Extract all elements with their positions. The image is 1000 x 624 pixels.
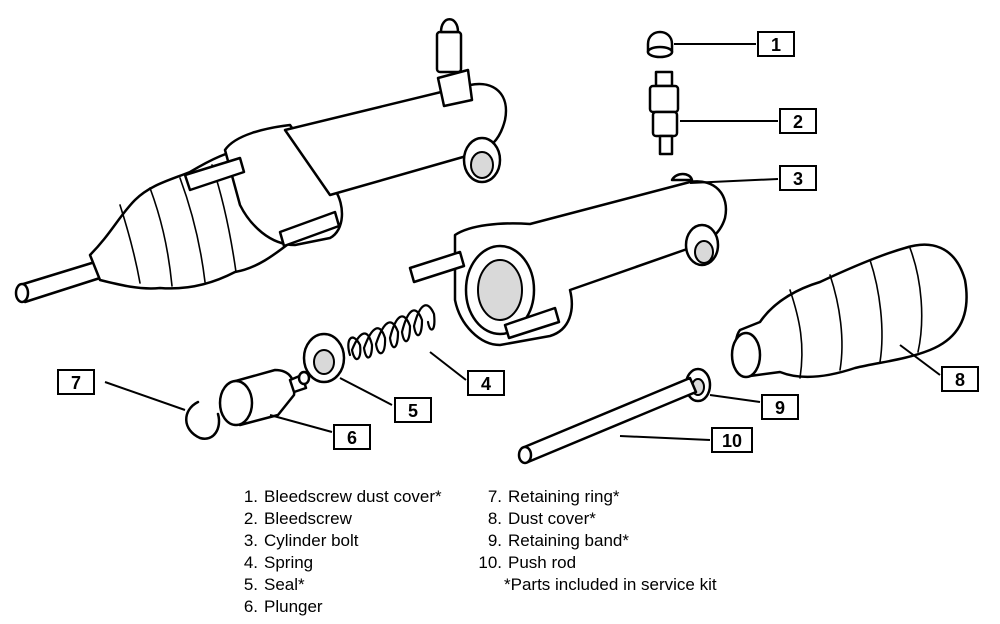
svg-text:5: 5 bbox=[408, 401, 418, 421]
legend-footnote: *Parts included in service kit bbox=[504, 575, 717, 594]
callout-3: 3 bbox=[779, 165, 817, 191]
svg-text:1: 1 bbox=[771, 35, 781, 55]
legend-item-8: 8.Dust cover* bbox=[487, 509, 596, 528]
callout-8: 8 bbox=[941, 366, 979, 392]
svg-text:7: 7 bbox=[71, 373, 81, 393]
svg-text:2: 2 bbox=[793, 112, 803, 132]
callout-7: 7 bbox=[57, 369, 95, 395]
plunger-part bbox=[218, 368, 311, 427]
svg-text:10: 10 bbox=[722, 431, 742, 451]
dust-cover-part bbox=[730, 243, 968, 379]
svg-text:4: 4 bbox=[481, 374, 491, 394]
callout-6: 6 bbox=[333, 424, 371, 450]
legend-item-1: 1.Bleedscrew dust cover* bbox=[243, 487, 442, 506]
svg-text:9: 9 bbox=[775, 398, 785, 418]
spring-part bbox=[347, 304, 436, 361]
retaining-ring-part bbox=[185, 400, 221, 440]
svg-text:3: 3 bbox=[793, 169, 803, 189]
legend-item-5: 5.Seal* bbox=[243, 575, 305, 594]
legend-left-column: 1.Bleedscrew dust cover* 2.Bleedscrew 3.… bbox=[232, 486, 442, 618]
callout-10: 10 bbox=[711, 427, 753, 453]
legend-item-7: 7.Retaining ring* bbox=[487, 487, 620, 506]
legend-item-6: 6.Plunger bbox=[243, 597, 323, 616]
leader-lines bbox=[104, 43, 941, 441]
bleedscrew-part bbox=[648, 70, 680, 156]
callout-4: 4 bbox=[467, 370, 505, 396]
legend-item-3: 3.Cylinder bolt bbox=[243, 531, 359, 550]
legend-right-column: 7.Retaining ring* 8.Dust cover* 9.Retain… bbox=[476, 486, 717, 596]
legend-item-4: 4.Spring bbox=[243, 553, 314, 572]
callout-9: 9 bbox=[761, 394, 799, 420]
legend-item-2: 2.Bleedscrew bbox=[243, 509, 352, 528]
legend-item-9: 9.Retaining band* bbox=[487, 531, 629, 550]
callout-1: 1 bbox=[757, 31, 795, 57]
seal-part bbox=[302, 332, 346, 384]
callout-2: 2 bbox=[779, 108, 817, 134]
svg-text:6: 6 bbox=[347, 428, 357, 448]
cylinder-body-part bbox=[408, 172, 728, 347]
assembled-slave-cylinder bbox=[14, 18, 508, 304]
callout-5: 5 bbox=[394, 397, 432, 423]
svg-text:8: 8 bbox=[955, 370, 965, 390]
legend-item-10: 10.Push rod bbox=[478, 553, 577, 572]
push-rod-part bbox=[517, 376, 698, 465]
bleedscrew-dust-cover-part bbox=[646, 30, 674, 59]
